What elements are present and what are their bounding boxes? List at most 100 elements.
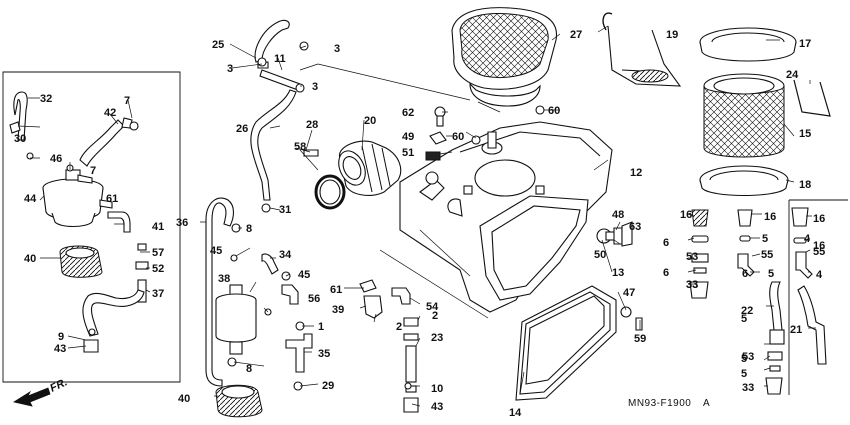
part-label-16: 16 [813,213,825,225]
mid-fittings [359,279,419,413]
part-label-35: 35 [318,348,330,360]
part-label-36: 36 [176,217,188,229]
part-label-51: 51 [402,147,414,159]
front-direction-label: FR. [48,376,69,394]
part-label-29: 29 [322,380,334,392]
cover-27 [451,7,558,107]
part-label-32: 32 [40,93,52,105]
part-label-31: 31 [279,204,291,216]
part-label-16: 16 [680,209,692,221]
holder-17 [699,27,797,62]
part-label-60: 60 [452,131,464,143]
tube-11 [259,69,301,91]
airbox-12 [399,121,613,313]
filter-element-15 [703,73,785,158]
part-label-34: 34 [279,249,292,261]
part-label-24: 24 [786,69,799,81]
part-label-33: 33 [742,382,754,394]
part-label-5: 5 [741,368,747,380]
hose-9 [82,289,145,353]
part-label-10: 10 [431,383,443,395]
part-label-18: 18 [799,179,811,191]
part-label-17: 17 [799,38,811,50]
part-label-14: 14 [509,407,522,419]
part-label-53: 53 [686,251,698,263]
part-label-11: 11 [274,53,286,65]
stay-19 [602,12,682,87]
part-label-23: 23 [431,332,443,344]
t-fitting-35 [285,333,313,373]
part-label-13: 13 [612,267,624,279]
elbow-41 [107,211,131,233]
drawing-code-suffix: A [703,398,710,409]
drawing-code: MN93-F1900 [628,398,691,409]
part-label-6: 6 [663,267,669,279]
part-label-60: 60 [548,105,560,117]
fuel-filter-38 [215,284,257,355]
part-label-49: 49 [402,131,414,143]
part-label-3: 3 [312,81,318,93]
wire-24 [793,79,831,117]
cover-14 [515,285,617,401]
part-label-55: 55 [761,249,773,261]
part-label-22: 22 [741,305,753,317]
clamp-28 [303,149,346,210]
part-label-40: 40 [178,393,190,405]
bracket-40-left [59,245,103,278]
part-label-8: 8 [246,363,252,375]
part-label-2: 2 [396,321,402,333]
part-label-54: 54 [426,301,439,313]
part-label-4: 4 [816,269,823,281]
right-parts-column [689,207,827,395]
part-label-4: 4 [804,233,811,245]
part-label-45: 45 [210,245,222,257]
hose-34 [261,253,279,275]
part-label-3: 3 [227,63,233,75]
part-label-61: 61 [106,193,118,205]
part-label-48: 48 [612,209,624,221]
base-18 [699,165,789,197]
part-label-44: 44 [24,193,37,205]
part-label-56: 56 [308,293,320,305]
part-label-12: 12 [630,167,642,179]
part-label-16: 16 [764,211,776,223]
canister-44 [42,169,113,228]
part-label-6: 6 [742,268,748,280]
part-label-58: 58 [294,141,306,153]
part-label-53: 53 [742,351,754,363]
part-label-45: 45 [298,269,310,281]
fitting-56 [281,284,299,305]
part-label-7: 7 [90,165,96,177]
part-label-57: 57 [152,247,164,259]
part-label-50: 50 [594,249,606,261]
part-label-43: 43 [54,343,66,355]
hose-32 [9,91,28,141]
part-label-59: 59 [634,333,646,345]
part-label-28: 28 [306,119,318,131]
part-label-40: 40 [24,253,36,265]
fastener-50 [596,221,633,247]
part-label-27: 27 [570,29,582,41]
part-label-5: 5 [762,233,768,245]
part-label-19: 19 [666,29,678,41]
part-label-5: 5 [741,353,747,365]
part-label-6: 6 [663,237,669,249]
part-label-20: 20 [364,115,376,127]
part-label-8: 8 [246,223,252,235]
part-label-9: 9 [58,331,64,343]
part-label-42: 42 [104,107,116,119]
part-label-39: 39 [332,304,344,316]
part-label-3: 3 [334,43,340,55]
part-label-1: 1 [318,321,324,333]
hose-26 [250,89,297,201]
part-label-30: 30 [14,133,26,145]
part-label-5: 5 [741,313,747,325]
part-label-41: 41 [152,221,164,233]
left-inset-box [2,71,181,383]
part-label-21: 21 [790,324,802,336]
part-label-25: 25 [212,39,224,51]
part-label-47: 47 [623,287,635,299]
part-label-33: 33 [686,279,698,291]
